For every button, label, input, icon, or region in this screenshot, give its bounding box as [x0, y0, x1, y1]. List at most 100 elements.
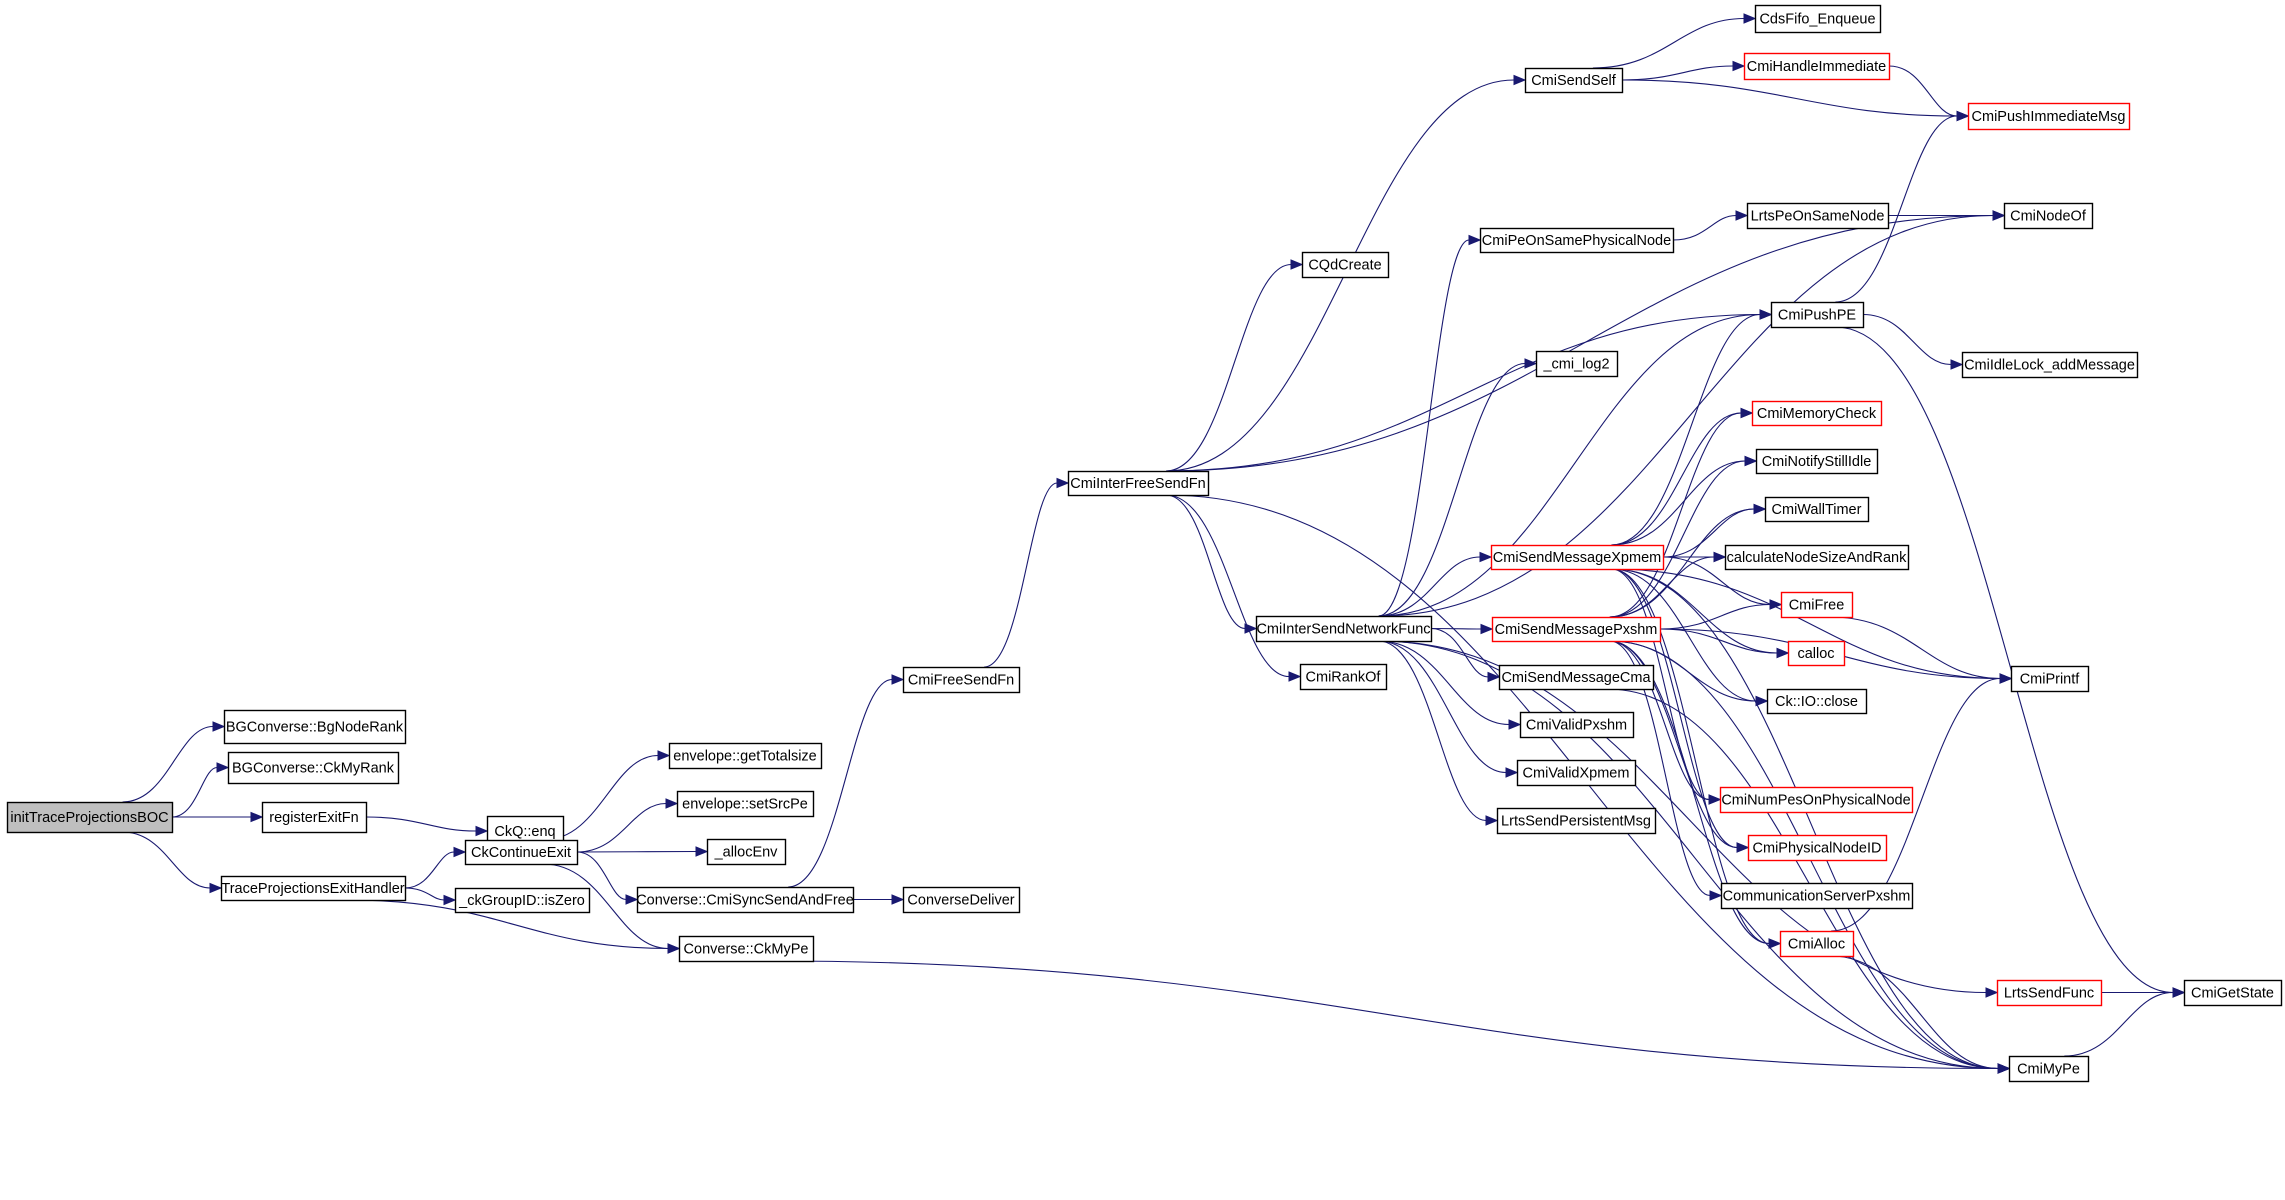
- node-converse-deliver[interactable]: ConverseDeliver: [902, 886, 1021, 914]
- node-register-exit-fn[interactable]: registerExitFn: [261, 801, 368, 834]
- node-cmi-alloc[interactable]: CmiAlloc: [1779, 930, 1855, 958]
- node-cmi-log2[interactable]: _cmi_log2: [1535, 350, 1619, 378]
- edge-cmi-inter-send-network-func-to-lrts-send-persistent-msg: [1378, 640, 1499, 826]
- edge-line: [1611, 460, 1746, 546]
- edge-line: [1609, 640, 1770, 945]
- node-ck-continue-exit[interactable]: CkContinueExit: [464, 839, 579, 866]
- node-box: [1780, 591, 1854, 619]
- node-cmi-sync-send-and-free[interactable]: Converse::CmiSyncSendAndFree: [636, 886, 855, 914]
- node-alloc-env[interactable]: _allocEnv: [706, 838, 787, 866]
- node-box: [2003, 202, 2094, 230]
- edge-cmi-sync-send-and-free-to-converse-deliver: [852, 894, 905, 905]
- node-lrts-pe-on-same-node[interactable]: LrtsPeOnSameNode: [1746, 202, 1890, 230]
- arrowhead-icon: [625, 894, 639, 905]
- node-box: [1255, 615, 1433, 643]
- edge-cmi-push-pe-to-cmi-push-immediate-msg: [1835, 110, 1970, 303]
- node-cmi-free[interactable]: CmiFree: [1780, 591, 1854, 619]
- edge-line: [171, 766, 218, 818]
- node-label: CkContinueExit: [471, 845, 571, 861]
- edge-line: [1165, 494, 1290, 678]
- node-tpeh[interactable]: TraceProjectionsExitHandler: [220, 875, 407, 902]
- node-box: [668, 742, 823, 770]
- node-label: CmiFree: [1789, 598, 1845, 614]
- node-cmi-idle-lock-add-message[interactable]: CmiIdleLock_addMessage: [1961, 351, 2139, 379]
- edge-line: [1606, 688, 1999, 1070]
- node-cqd-create[interactable]: CQdCreate: [1301, 251, 1390, 279]
- node-get-totalsize[interactable]: envelope::getTotalsize: [668, 742, 823, 770]
- node-cmi-get-state[interactable]: CmiGetState: [2183, 979, 2283, 1007]
- edge-line: [404, 887, 445, 901]
- node-cds-fifo-enqueue[interactable]: CdsFifo_Enqueue: [1754, 4, 1882, 34]
- node-cmi-node-of[interactable]: CmiNodeOf: [2003, 202, 2094, 230]
- node-lrts-send-func[interactable]: LrtsSendFunc: [1996, 979, 2103, 1007]
- node-cmi-valid-xpmem[interactable]: CmiValidXpmem: [1516, 759, 1637, 787]
- node-box: [1746, 202, 1890, 230]
- node-cmi-memory-check[interactable]: CmiMemoryCheck: [1751, 400, 1883, 427]
- node-set-src-pe[interactable]: envelope::setSrcPe: [676, 790, 815, 818]
- node-comm-server-pxshm[interactable]: CommunicationServerPxshm: [1720, 882, 1914, 910]
- node-cmi-num-pes[interactable]: CmiNumPesOnPhysicalNode: [1719, 786, 1914, 814]
- node-cmi-inter-send-network-func[interactable]: CmiInterSendNetworkFunc: [1255, 615, 1433, 643]
- node-xpmem[interactable]: CmiSendMessageXpmem: [1490, 544, 1665, 571]
- node-label: LrtsSendFunc: [2004, 986, 2094, 1002]
- node-cmi-valid-pxshm[interactable]: CmiValidPxshm: [1519, 711, 1635, 739]
- node-cmi-physical-node-id[interactable]: CmiPhysicalNodeID: [1747, 834, 1888, 862]
- edge-init-trace-projections-boc-to-bg-node-rank: [122, 721, 226, 803]
- edge-line: [1165, 214, 1994, 472]
- node-cmi-printf[interactable]: CmiPrintf: [2010, 665, 2090, 693]
- node-init-trace-projections-boc[interactable]: initTraceProjectionsBOC: [6, 801, 174, 834]
- node-is-zero[interactable]: _ckGroupID::isZero: [454, 887, 591, 914]
- node-ck-my-rank[interactable]: BGConverse::CkMyRank: [227, 751, 400, 785]
- edge-pxshm-to-calloc: [1659, 628, 1790, 659]
- arrowhead-icon: [1735, 210, 1749, 221]
- node-label: CmiInterSendNetworkFunc: [1256, 622, 1430, 638]
- node-lrts-send-persistent-msg[interactable]: LrtsSendPersistentMsg: [1496, 807, 1657, 835]
- node-label: _allocEnv: [714, 845, 779, 861]
- node-label: CmiNumPesOnPhysicalNode: [1721, 793, 1910, 809]
- node-cmi-push-immediate-msg[interactable]: CmiPushImmediateMsg: [1967, 102, 2131, 131]
- node-bg-node-rank[interactable]: BGConverse::BgNodeRank: [223, 709, 407, 745]
- arrowhead-icon: [443, 894, 457, 906]
- node-cmi-wall-timer[interactable]: CmiWallTimer: [1764, 496, 1870, 523]
- node-pxshm[interactable]: CmiSendMessagePxshm: [1491, 616, 1662, 643]
- node-cmi-free-send-fn[interactable]: CmiFreeSendFn: [902, 666, 1021, 694]
- node-calc-node-size[interactable]: calculateNodeSizeAndRank: [1724, 544, 1910, 571]
- node-cmi-inter-free-send-fn[interactable]: CmiInterFreeSendFn: [1067, 470, 1210, 497]
- node-box: [1770, 301, 1865, 329]
- edge-line: [576, 850, 697, 853]
- node-cmi-send-self[interactable]: CmiSendSelf: [1524, 67, 1624, 94]
- edge-ck-continue-exit-to-cmi-sync-send-and-free: [576, 851, 639, 905]
- edge-cmi-inter-send-network-func-to-cmi-node-of: [1378, 210, 2006, 617]
- node-cma[interactable]: CmiSendMessageCma: [1498, 664, 1655, 691]
- edge-line: [1609, 412, 1742, 618]
- edge-pxshm-to-calc-node-size: [1609, 551, 1727, 618]
- node-label: calculateNodeSizeAndRank: [1727, 550, 1907, 566]
- node-ck-ioclose[interactable]: Ck::IO::close: [1766, 688, 1868, 715]
- edge-pxshm-to-cmi-alloc: [1609, 640, 1782, 949]
- node-label: CmiPhysicalNodeID: [1753, 841, 1882, 857]
- edge-pxshm-to-cmi-notify-still-idle: [1609, 455, 1758, 618]
- node-cmi-my-pe[interactable]: CmiMyPe: [2008, 1055, 2090, 1083]
- edge-line: [984, 482, 1058, 668]
- node-label: CmiGetState: [2191, 986, 2274, 1002]
- node-box: [1751, 400, 1883, 427]
- node-box: [1496, 807, 1657, 835]
- arrowhead-icon: [216, 762, 230, 773]
- node-cmi-push-pe[interactable]: CmiPushPE: [1770, 301, 1865, 329]
- node-label: CmiValidXpmem: [1523, 766, 1630, 782]
- node-cmi-notify-still-idle[interactable]: CmiNotifyStillIdle: [1755, 448, 1879, 475]
- edge-tpeh-to-is-zero: [404, 887, 457, 906]
- node-cmi-pe-on-same-physical-node[interactable]: CmiPeOnSamePhysicalNode: [1479, 227, 1675, 254]
- node-box: [1498, 664, 1655, 691]
- node-calloc[interactable]: calloc: [1787, 640, 1846, 667]
- node-cmi-rank-of[interactable]: CmiRankOf: [1299, 663, 1388, 691]
- arrowhead-icon: [1997, 1063, 2011, 1074]
- node-conv-ck-my-pe[interactable]: Converse::CkMyPe: [678, 935, 815, 963]
- edge-ck-continue-exit-to-alloc-env: [576, 846, 709, 857]
- node-cmi-handle-immediate[interactable]: CmiHandleImmediate: [1743, 52, 1891, 81]
- node-box: [1754, 4, 1882, 34]
- node-box: [902, 886, 1021, 914]
- edge-cmi-inter-send-network-func-to-xpmem: [1378, 551, 1493, 617]
- edge-line: [1609, 460, 1746, 618]
- edge-ck-continue-exit-to-conv-ck-my-pe: [543, 863, 681, 954]
